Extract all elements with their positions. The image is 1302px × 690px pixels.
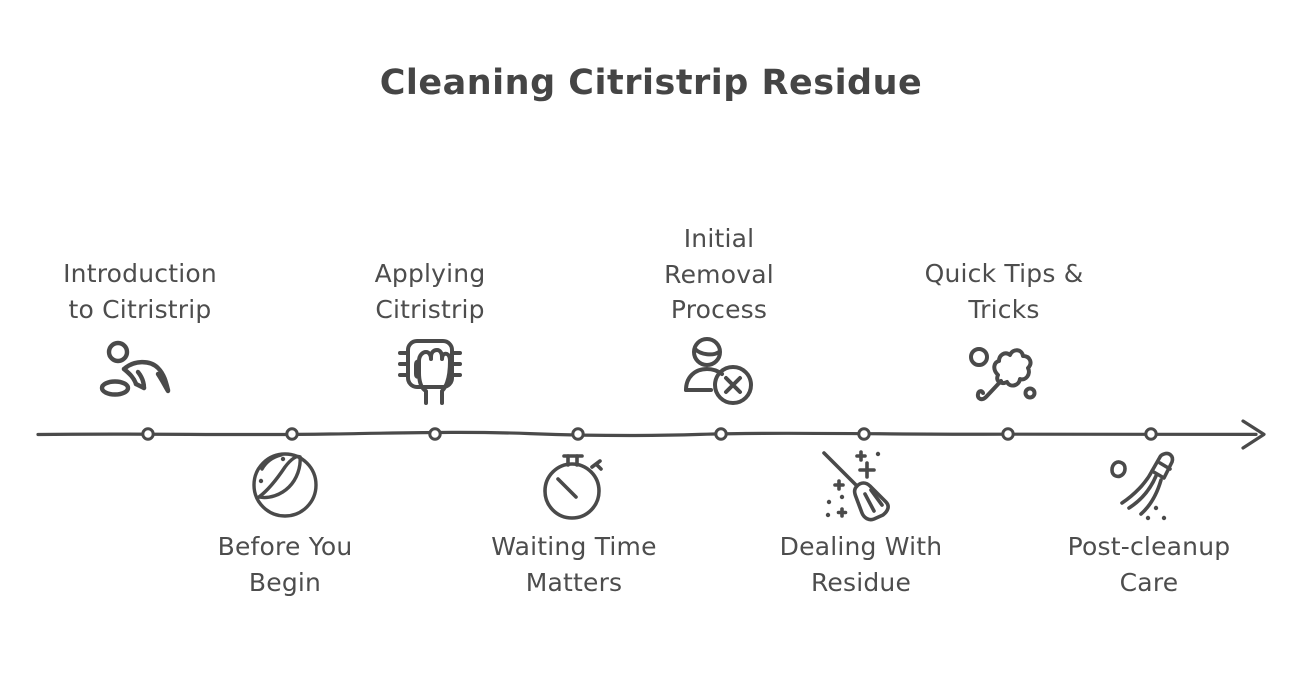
- milestone-waiting-time-matters[interactable]: Waiting Time Matters: [459, 447, 689, 600]
- milestone-label: Dealing With Residue: [779, 532, 943, 597]
- milestone-label: Before You Begin: [217, 532, 353, 597]
- milestone-dealing-with-residue[interactable]: Dealing With Residue: [746, 447, 976, 600]
- timeline-marker[interactable]: [1144, 427, 1158, 441]
- timeline-marker[interactable]: [857, 427, 871, 441]
- person-scrubbing-icon: [25, 333, 255, 409]
- milestone-label: Introduction to Citristrip: [63, 259, 217, 324]
- hand-sponge-icon: [315, 333, 545, 409]
- polish-circle-icon: [170, 447, 400, 523]
- timeline-marker[interactable]: [428, 427, 442, 441]
- milestone-before-you-begin[interactable]: Before You Begin: [170, 447, 400, 600]
- stopwatch-icon: [459, 447, 689, 523]
- timeline-marker[interactable]: [285, 427, 299, 441]
- timeline-marker[interactable]: [1001, 427, 1015, 441]
- person-remove-icon: [604, 334, 834, 410]
- page-title: Cleaning Citristrip Residue: [379, 63, 923, 103]
- broom-sparkle-icon: [746, 447, 976, 523]
- timeline-marker[interactable]: [571, 427, 585, 441]
- timeline-marker[interactable]: [714, 427, 728, 441]
- sweeping-brush-icon: [1034, 447, 1264, 523]
- milestone-label: Waiting Time Matters: [491, 532, 657, 597]
- milestone-label: Quick Tips & Tricks: [924, 259, 1084, 324]
- timeline-marker[interactable]: [141, 427, 155, 441]
- milestone-post-cleanup-care[interactable]: Post-cleanup Care: [1034, 447, 1264, 600]
- feather-duster-icon: [889, 333, 1119, 409]
- milestone-label: Applying Citristrip: [374, 259, 486, 324]
- milestone-label: Post-cleanup Care: [1067, 532, 1231, 597]
- milestone-label: Initial Removal Process: [664, 224, 774, 324]
